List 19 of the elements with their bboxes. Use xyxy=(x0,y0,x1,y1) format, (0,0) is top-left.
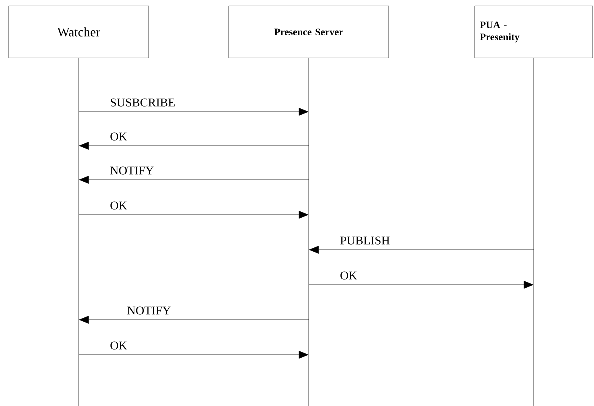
edge-label: OK xyxy=(339,270,359,281)
edge-label: NOTIFY xyxy=(109,166,156,176)
message-arrow xyxy=(78,351,309,359)
message-arrow xyxy=(309,246,534,254)
edge-label: OK xyxy=(109,340,129,351)
message-arrow xyxy=(79,176,310,184)
message-arrow xyxy=(79,316,310,324)
message-arrow xyxy=(78,211,309,219)
edge-label: OK xyxy=(109,132,129,142)
edge-label: PUBLISH xyxy=(339,236,392,246)
participant-box: PUA - Presenity xyxy=(474,6,594,58)
message-arrow xyxy=(78,108,309,116)
edge-label: OK xyxy=(109,200,129,211)
participant-box: Watcher xyxy=(8,6,150,58)
message-arrow xyxy=(79,142,310,150)
message-arrow xyxy=(308,281,534,289)
edge-label: SUSBCRIBE xyxy=(109,98,177,108)
edge-label: NOTIFY xyxy=(126,306,172,316)
participant-box: Presence Server xyxy=(228,6,390,58)
